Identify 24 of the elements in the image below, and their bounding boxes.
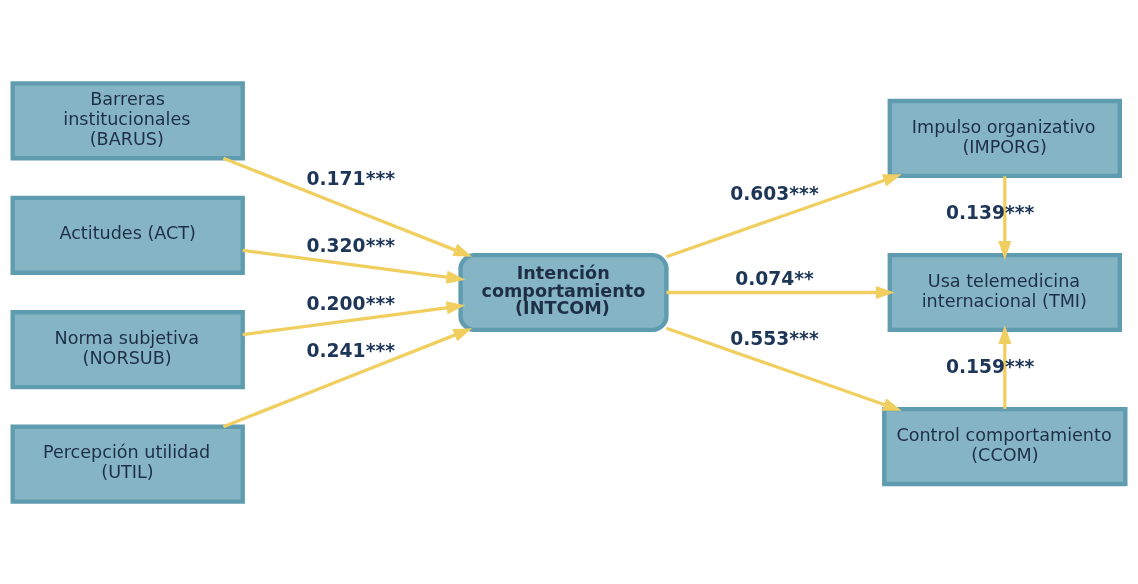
- node-box: Intención comportamiento (INTCOM): [458, 252, 669, 332]
- node-box: Percepción utilidad (UTIL): [10, 424, 245, 504]
- arrow: [666, 285, 895, 299]
- arrow: [665, 173, 902, 258]
- node-box: Impulso organizativo (IMPORG): [887, 98, 1122, 178]
- node-box: Barreras institucionales (BARUS): [10, 80, 245, 160]
- edge-label: 0.241***: [306, 339, 395, 361]
- node-box: Actitudes (ACT): [10, 195, 245, 275]
- arrow: [998, 324, 1012, 409]
- arrow: [242, 300, 466, 336]
- edge-label: 0.553***: [730, 327, 819, 349]
- edge-label: 0.603***: [730, 182, 819, 204]
- edge-label: 0.200***: [306, 292, 395, 314]
- arrow: [222, 327, 473, 428]
- node-box: Control comportamiento (CCOM): [882, 406, 1128, 486]
- arrow: [998, 175, 1012, 260]
- arrow: [665, 326, 902, 411]
- edge-label: 0.074**: [735, 267, 814, 289]
- edge-label: 0.171***: [306, 167, 395, 189]
- arrow: [222, 156, 473, 257]
- arrow: [242, 248, 466, 284]
- node-box: Norma subjetiva (NORSUB): [10, 309, 245, 389]
- edge-label: 0.320***: [306, 234, 395, 256]
- node-box: Usa telemedicina internacional (TMI): [887, 252, 1122, 332]
